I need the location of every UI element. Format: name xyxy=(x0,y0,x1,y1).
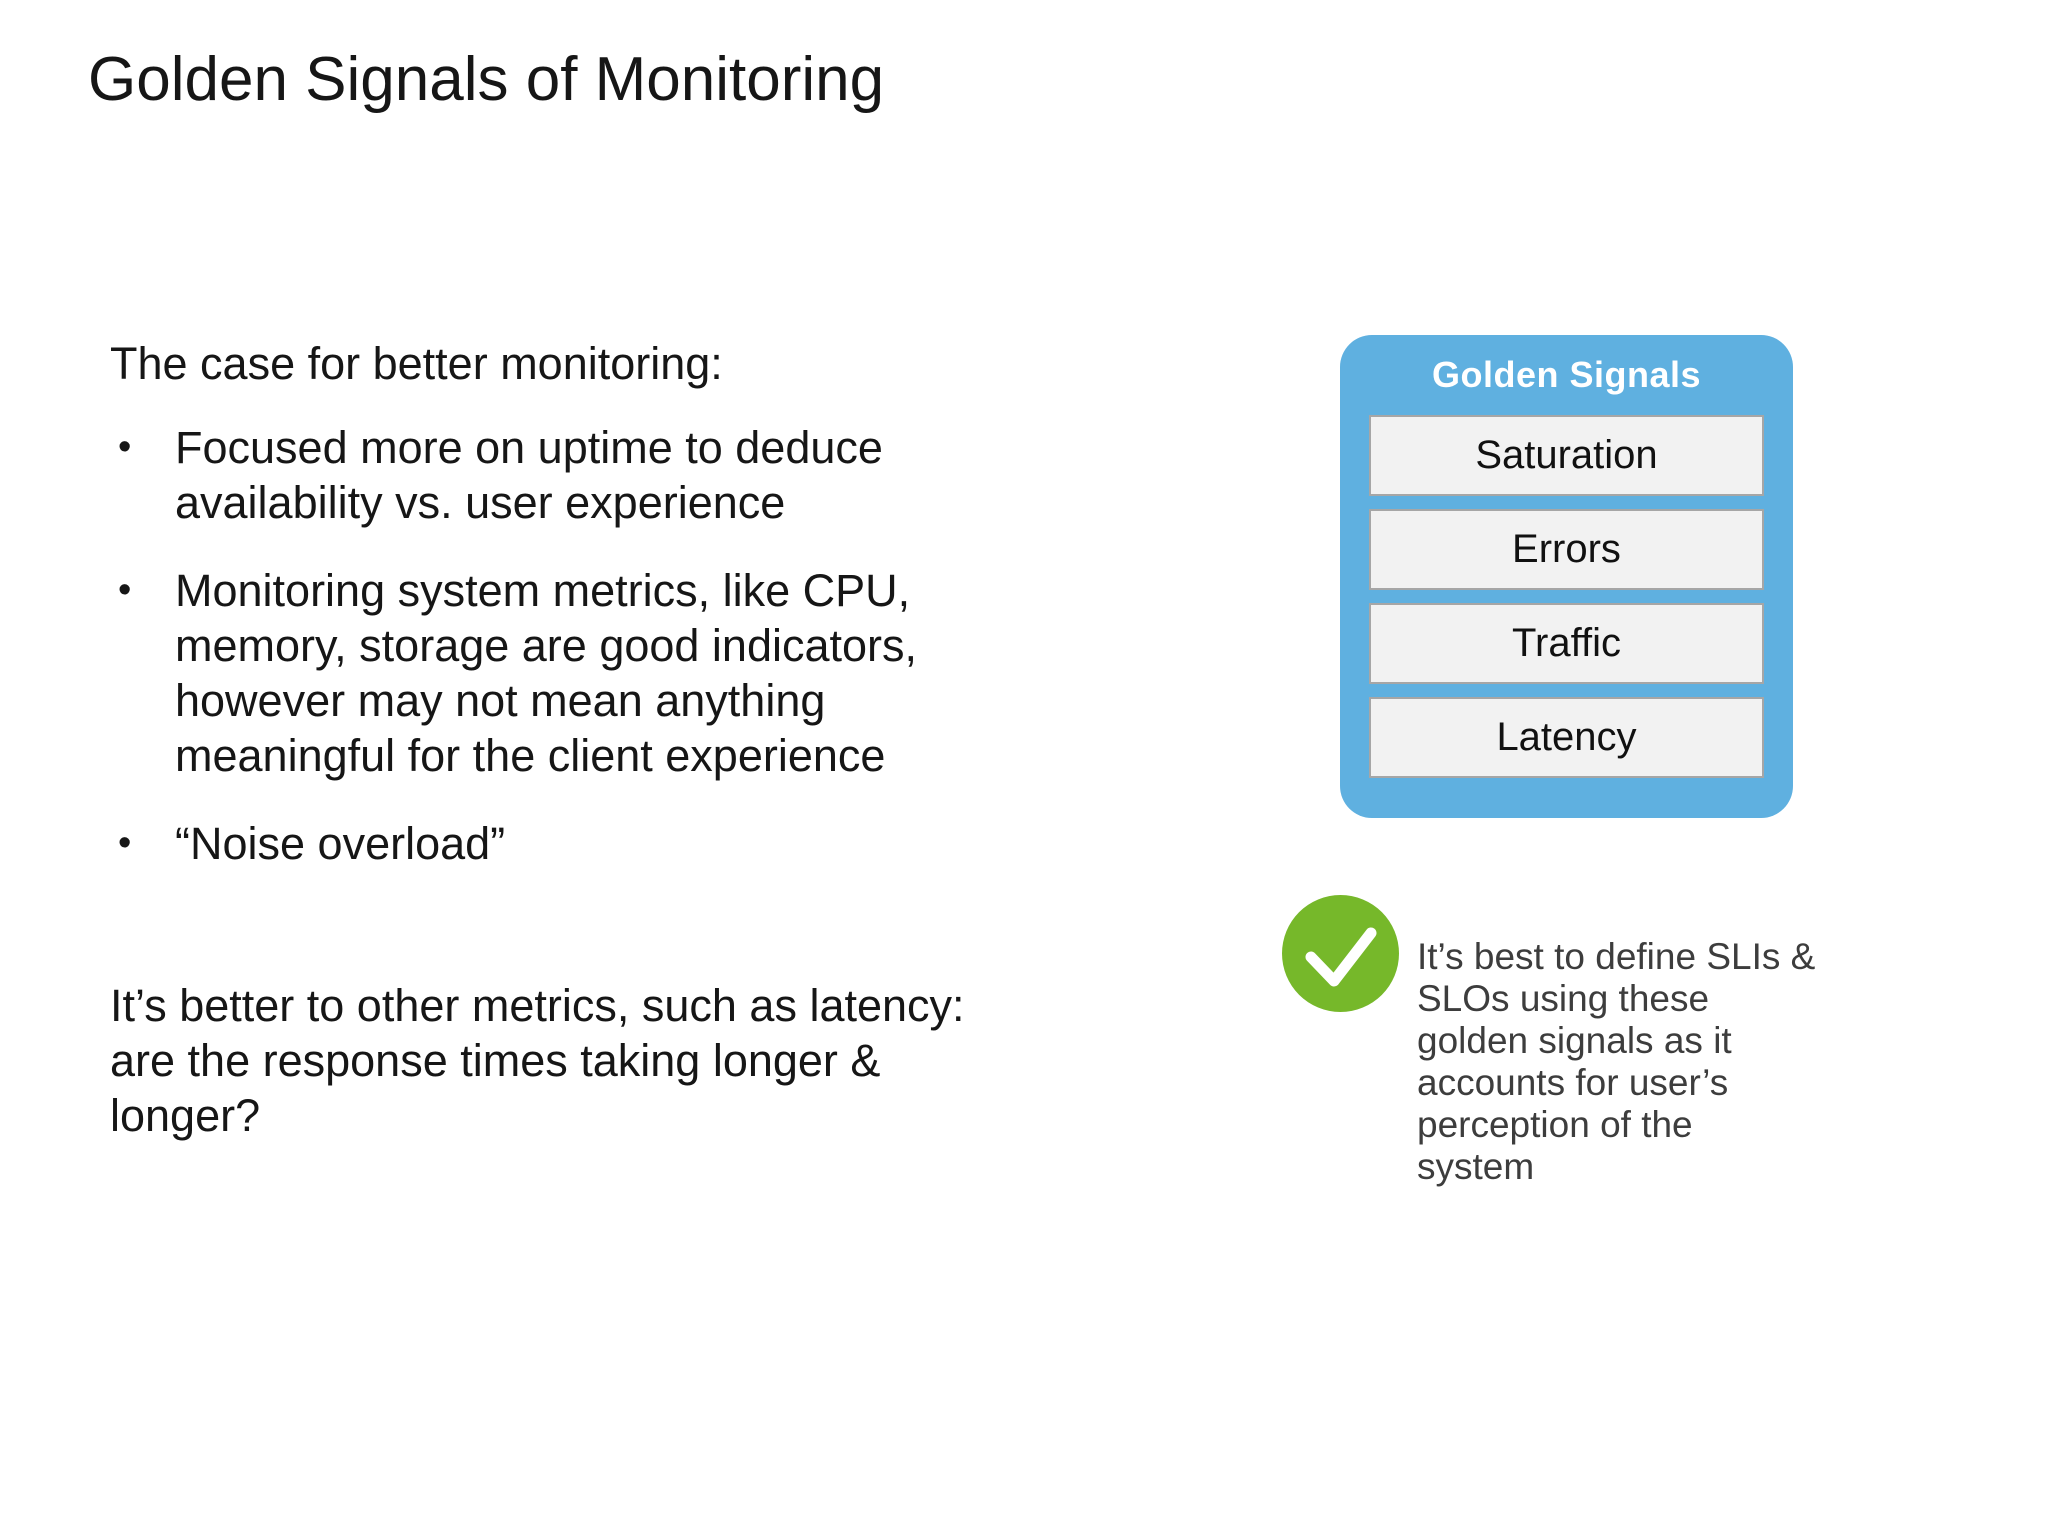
bullet-item: • “Noise overload” xyxy=(110,816,1010,871)
bullet-text: Monitoring system metrics, like CPU, mem… xyxy=(175,565,918,781)
body-text-block: The case for better monitoring: • Focuse… xyxy=(110,336,1010,904)
bullet-marker: • xyxy=(118,822,132,864)
bullet-item: • Monitoring system metrics, like CPU, m… xyxy=(110,563,1010,783)
signal-box-saturation: Saturation xyxy=(1369,415,1764,496)
signal-box-traffic: Traffic xyxy=(1369,603,1764,684)
bullet-text: Focused more on uptime to deduce availab… xyxy=(175,422,883,528)
intro-line: The case for better monitoring: xyxy=(110,338,723,389)
check-icon xyxy=(1282,895,1399,1012)
callout-text: It’s best to define SLIs & SLOs using th… xyxy=(1417,936,1816,1187)
signal-box-latency: Latency xyxy=(1369,697,1764,778)
bullet-text: “Noise overload” xyxy=(175,818,506,869)
bullet-list: • Focused more on uptime to deduce avail… xyxy=(110,420,1010,871)
bullet-marker: • xyxy=(118,569,132,611)
checkmark-glyph xyxy=(1305,927,1377,987)
closing-paragraph: It’s better to other metrics, such as la… xyxy=(110,980,965,1141)
bullet-item: • Focused more on uptime to deduce avail… xyxy=(110,420,1010,530)
panel-title: Golden Signals xyxy=(1431,354,1702,395)
signal-box-errors: Errors xyxy=(1369,509,1764,590)
golden-signals-panel: Golden Signals Saturation Errors Traffic… xyxy=(1340,335,1793,818)
page-title: Golden Signals of Monitoring xyxy=(88,45,885,114)
bullet-marker: • xyxy=(118,426,132,468)
